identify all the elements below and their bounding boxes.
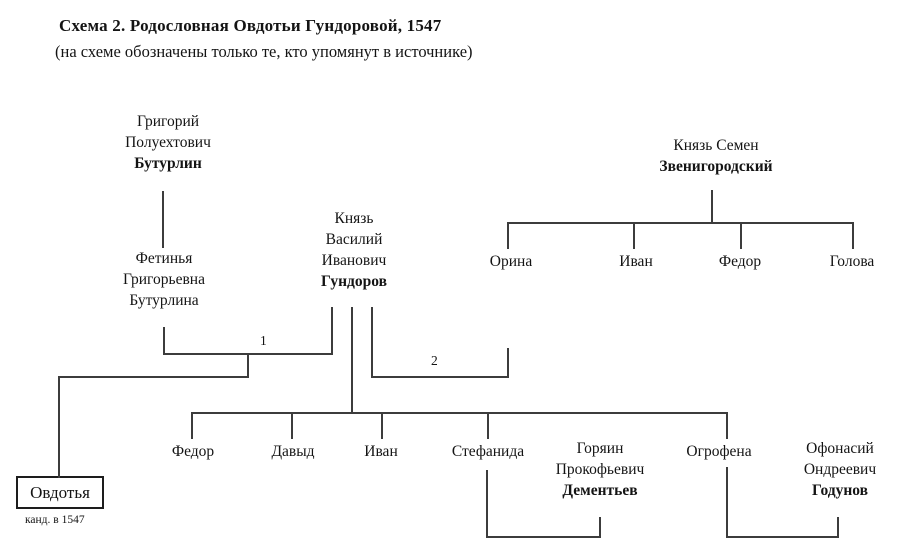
person-ogrofena: Огрофена bbox=[669, 441, 769, 462]
ogrofena-godunov-bar bbox=[726, 536, 839, 538]
gundorov-children-bar bbox=[191, 412, 728, 414]
person-surname: Гундоров bbox=[321, 273, 387, 290]
person-orina: Орина bbox=[471, 251, 551, 272]
person-name-line: Ондреевич bbox=[803, 461, 877, 478]
person-name-line: Орина bbox=[489, 253, 533, 270]
connector-bar-ivan-zven bbox=[633, 222, 635, 249]
person-name-line: Федор bbox=[171, 443, 215, 460]
person-surname: Бутурлин bbox=[134, 155, 202, 172]
connector-fetinya-marriage1 bbox=[163, 327, 165, 355]
person-name-line: Офонасий bbox=[806, 440, 874, 457]
person-name-line: Стефанида bbox=[451, 443, 525, 460]
diagram-title: Схема 2. Родословная Овдотьи Гундоровой,… bbox=[59, 16, 442, 35]
person-ivan-zvenigorodsky: Иван bbox=[596, 251, 676, 272]
connector-marriage1-drop bbox=[247, 353, 249, 378]
connector-buturlin-fetinya bbox=[162, 191, 164, 248]
connector-gundorov-marriage2 bbox=[371, 307, 373, 378]
connector-stefanida-marriage bbox=[486, 470, 488, 538]
connector-bar-orina bbox=[507, 222, 509, 249]
person-ovdotya-box: Овдотья bbox=[16, 476, 104, 509]
connector-to-ovdotya bbox=[58, 376, 60, 478]
person-fetinya: Фетинья Григорьевна Бутурлина bbox=[89, 248, 239, 311]
person-name-line: Григорьевна bbox=[123, 271, 205, 288]
diagram-subtitle: (на схеме обозначены только те, кто упом… bbox=[55, 42, 473, 61]
marriage-label-2: 2 bbox=[431, 353, 438, 368]
person-ivan-gundorov: Иван bbox=[341, 441, 421, 462]
person-golova: Голова bbox=[812, 251, 892, 272]
connector-dementev-marriage bbox=[599, 517, 601, 538]
connector-ogrofena-marriage bbox=[726, 467, 728, 538]
ovdotya-note: канд. в 1547 bbox=[25, 514, 85, 526]
connector-bar-fedor-gund bbox=[191, 412, 193, 439]
connector-bar-stefanida bbox=[487, 412, 489, 439]
person-name-line: Фетинья bbox=[135, 250, 193, 267]
person-name-line: Огрофена bbox=[686, 443, 752, 460]
person-name-line: Прокофьевич bbox=[555, 461, 645, 478]
person-name-line: Иванович bbox=[321, 252, 387, 269]
stefanida-dementev-bar bbox=[486, 536, 601, 538]
person-name-line: Федор bbox=[718, 253, 762, 270]
connector-orina-marriage2 bbox=[507, 348, 509, 378]
connector-godunov-marriage bbox=[837, 517, 839, 538]
marriage2-bar bbox=[371, 376, 509, 378]
person-surname: Годунов bbox=[811, 482, 869, 499]
marriage1-bar bbox=[163, 353, 333, 355]
person-dementev: Горяин Прокофьевич Дементьев bbox=[540, 438, 660, 501]
person-surname: Дементьев bbox=[562, 482, 638, 499]
person-name-line: Голова bbox=[829, 253, 875, 270]
connector-bar-ivan-gund bbox=[381, 412, 383, 439]
marriage1-descent-bar bbox=[58, 376, 249, 378]
connector-gundorov-children bbox=[351, 307, 353, 414]
connector-bar-ogrofena bbox=[726, 412, 728, 439]
person-name-line: Горяин bbox=[576, 440, 624, 457]
person-gundorov: Князь Василий Иванович Гундоров bbox=[294, 208, 414, 292]
marriage-label-1: 1 bbox=[260, 333, 267, 348]
person-zvenigorodsky: Князь Семен Звенигородский bbox=[626, 135, 806, 177]
person-surname: Звенигородский bbox=[659, 158, 773, 175]
person-buturlin: Григорий Полуехтович Бутурлин bbox=[93, 111, 243, 174]
person-name-line: Полуехтович bbox=[125, 134, 211, 151]
person-name-line: Иван bbox=[364, 443, 398, 460]
person-name-line: Князь bbox=[334, 210, 374, 227]
person-fedor-gundorov: Федор bbox=[153, 441, 233, 462]
person-name-line: Григорий bbox=[136, 113, 200, 130]
connector-zvenigorodsky-children bbox=[711, 190, 713, 224]
person-name-line: Князь Семен bbox=[673, 137, 759, 154]
zvenigorodsky-children-bar bbox=[507, 222, 854, 224]
person-davyd: Давыд bbox=[253, 441, 333, 462]
person-fedor-zvenigorodsky: Федор bbox=[700, 251, 780, 272]
connector-bar-davyd bbox=[291, 412, 293, 439]
person-godunov: Офонасий Ондреевич Годунов bbox=[780, 438, 900, 501]
person-name-line: Давыд bbox=[271, 443, 315, 460]
person-name-line: Василий bbox=[325, 231, 383, 248]
person-name-line: Иван bbox=[619, 253, 653, 270]
connector-bar-fedor-zven bbox=[740, 222, 742, 249]
connector-bar-golova bbox=[852, 222, 854, 249]
person-stefanida: Стефанида bbox=[438, 441, 538, 462]
connector-gundorov-marriage1 bbox=[331, 307, 333, 355]
person-name-line: Бутурлина bbox=[129, 292, 199, 309]
